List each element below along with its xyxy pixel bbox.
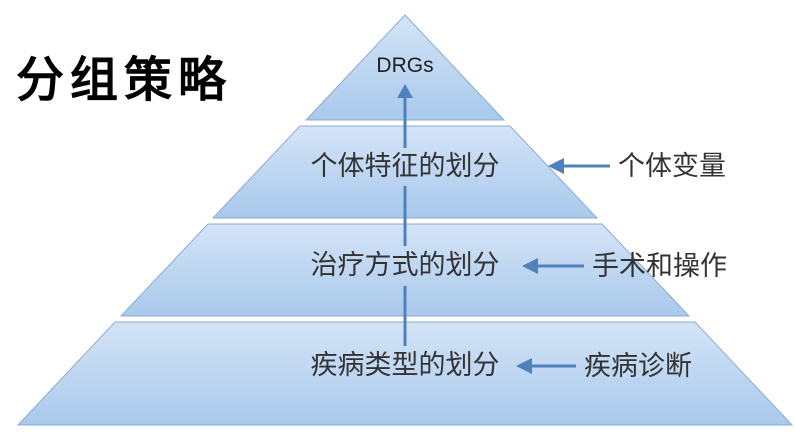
pyramid-level-disease [16,321,794,426]
page-title: 分组策略 [16,54,233,107]
up-arrow-to-drgs [397,84,413,148]
side-label-individual-variable: 个体变量 [618,151,726,182]
arrow-disease-diagnosis [516,358,576,374]
arrow-surgery-operation [522,258,584,274]
disease-level-label: 疾病类型的划分 [311,350,500,381]
treatment-level-label: 治疗方式的划分 [311,250,500,281]
side-label-disease-diagnosis: 疾病诊断 [584,351,692,382]
left-arrowhead-icon [516,358,532,374]
up-arrowhead-icon [397,84,413,98]
left-arrowhead-icon [522,258,538,274]
side-label-surgery-operation: 手术和操作 [592,251,727,282]
arrow-individual-variable [548,158,610,174]
individual-level-label: 个体特征的划分 [311,151,500,182]
drgs-label: DRGs [376,54,433,77]
pyramid-level-individual [211,125,599,219]
pyramid-level-treatment [119,223,691,317]
left-arrowhead-icon [548,158,564,174]
